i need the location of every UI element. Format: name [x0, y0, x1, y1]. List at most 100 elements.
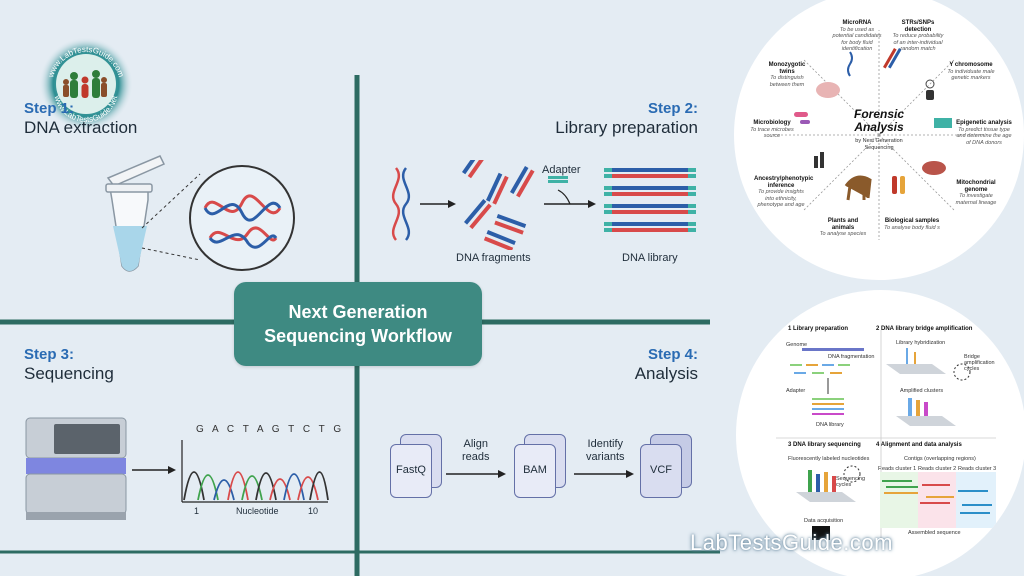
workflow-title-line2: Sequencing Workflow: [264, 326, 452, 346]
step4-number: Step 4:: [647, 346, 698, 363]
genome-label: Genome: [786, 342, 808, 348]
forensic-title-line2: Analysis: [854, 120, 904, 134]
step3-title: Sequencing: [24, 364, 114, 383]
tube-icon: [892, 176, 905, 194]
rna-icon: [847, 51, 853, 77]
sequencer-icon: [25, 417, 127, 520]
arrow-icon: [588, 200, 596, 208]
reads3-label: Reads cluster 3: [958, 466, 997, 472]
epigenetic-icon: [934, 118, 952, 128]
dna-helix-icon: [882, 48, 902, 69]
dataacq-label: Data acquisition: [804, 518, 844, 524]
workflow-title-line1: Next Generation: [288, 302, 428, 322]
align-reads-line2: reads: [462, 451, 490, 463]
forensic-subtitle: by Next Generation Sequencing: [844, 138, 914, 151]
ngs-panel4-title: 4 Alignment and data analysis: [876, 442, 962, 448]
horse-icon: [844, 175, 872, 201]
step4-title: Analysis: [634, 364, 698, 383]
forensic-spokes: [774, 30, 984, 240]
ancestry-icon: [814, 152, 824, 168]
bam-file-card: [514, 444, 556, 498]
arrow-icon: [574, 470, 634, 478]
fastq-file-card: [390, 444, 432, 498]
reads2-label: Reads cluster 2: [918, 466, 957, 472]
watermark: LabTestsGuide.com: [690, 530, 893, 555]
amplified-label: Amplified clusters: [900, 388, 944, 394]
step1-number: Step 1:: [24, 100, 75, 117]
arrow-icon: [448, 200, 456, 208]
dna-library-label: DNA library: [622, 252, 678, 264]
forensic-subtitle-line1: by Next Generation: [855, 138, 903, 144]
ngs-detail-drawings: [776, 330, 996, 540]
forensic-title-line1: Forensic: [853, 107, 904, 121]
ngs-panel1-title: 1 Library preparation: [788, 326, 849, 332]
library-small-label: DNA library: [816, 422, 844, 428]
arrow-icon: [132, 466, 176, 474]
step3-number: Step 3:: [24, 346, 75, 363]
dna-fragments-icon: [462, 160, 535, 250]
adapter-icon: [548, 176, 571, 205]
reads1-label: Reads cluster 1: [878, 466, 917, 472]
hybridization-label: Library hybridization: [896, 340, 946, 346]
logo-badge-icon: www.LabTestsGuide.com www.LabTestsGuide.…: [39, 37, 133, 131]
mitochondria-icon: [922, 161, 946, 175]
dna-extraction-illustration: [105, 155, 295, 272]
vcf-file-card: [640, 444, 682, 498]
chromatogram-axis-end: 10: [308, 506, 319, 516]
ngs-panel3-title: 3 DNA library sequencing: [788, 442, 861, 448]
logo: www.LabTestsGuide.com www.LabTestsGuide.…: [38, 36, 134, 132]
ngs-panel2-title: 2 DNA library bridge amplification: [876, 326, 973, 332]
dna-fragments-label: DNA fragments: [456, 252, 531, 264]
fragmentation-label: DNA fragmentation: [828, 354, 875, 360]
adapter-label: Adapter: [542, 164, 581, 176]
arrow-icon: [446, 470, 506, 478]
sequencing-cluster-icon: [796, 470, 856, 540]
seqcycles-label: Sequencing cycles: [836, 476, 866, 488]
bacteria-icon: [794, 112, 810, 124]
vcf-label: VCF: [650, 464, 672, 476]
align-reads-label: Align reads: [462, 438, 490, 464]
chromatogram-axis-start: 1: [194, 506, 200, 516]
chromatogram-sequence: G A C T A G T C T G: [196, 424, 345, 435]
fragments-small-icon: [790, 364, 850, 374]
contigs-label: Contigs (overlapping regions): [904, 456, 976, 462]
chromatogram: [181, 440, 329, 503]
step1-title: DNA extraction: [24, 118, 138, 137]
step2-number: Step 2:: [647, 100, 698, 117]
identify-variants-label: Identify variants: [586, 438, 625, 464]
fluor-label: Fluorescently labeled nucleotides: [788, 456, 870, 462]
alignment-reads-icon: [880, 472, 996, 528]
fastq-label: FastQ: [396, 464, 426, 476]
library-prep-illustration: [391, 160, 696, 250]
forensic-analysis-panel: Forensic Analysis by Next Generation Seq…: [734, 0, 1024, 280]
identify-variants-line2: variants: [586, 451, 625, 463]
cycle-icon: [843, 465, 861, 483]
y-chromosome-icon: [925, 79, 935, 100]
assembled-label: Assembled sequence: [908, 530, 961, 536]
step2-title: Library preparation: [555, 118, 698, 137]
identify-variants-line1: Identify: [587, 438, 623, 450]
library-small-icon: [812, 398, 844, 415]
bam-label: BAM: [523, 464, 547, 476]
dna-coil-icon: [203, 194, 282, 249]
adapter-small-label: Adapter: [786, 388, 806, 394]
cycle-icon: [953, 363, 971, 381]
ngs-detail-panel: 1 Library preparation 2 DNA library brid…: [736, 290, 1024, 576]
dna-library-icon: [604, 168, 696, 232]
chromatogram-axis-label: Nucleotide: [236, 506, 279, 516]
forensic-subtitle-line2: Sequencing: [864, 144, 894, 151]
bridge-label: Bridge amplification cycles: [964, 354, 995, 372]
align-reads-line1: Align: [463, 438, 488, 450]
workflow-title-box: Next Generation Sequencing Workflow: [234, 282, 482, 366]
flowcell-icon: [886, 348, 956, 426]
